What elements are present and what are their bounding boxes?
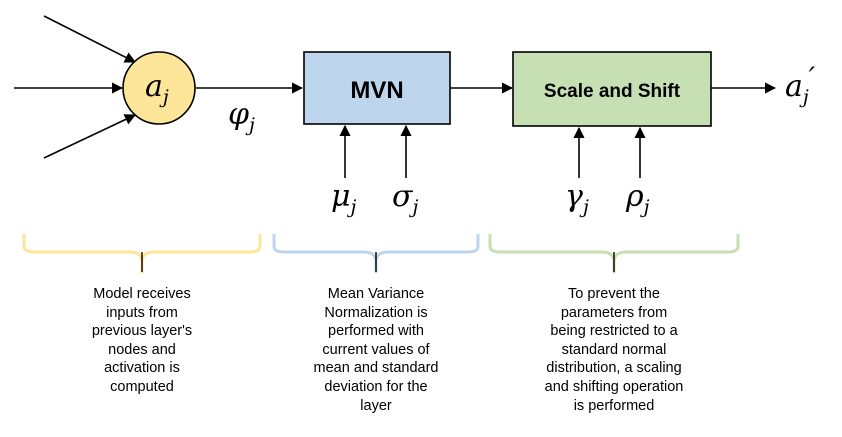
mu-subscript: j [347,196,357,218]
description-scale-shift: To prevent the parameters from being res… [544,286,684,414]
sigma-subscript: j [408,196,418,218]
scale-shift-box [512,51,712,127]
sigma-symbol: σ [392,179,414,214]
edge-label: φj [228,97,255,136]
activation-node [122,51,196,125]
edge-subscript: j [245,114,255,136]
description-input: Model receives inputs from previous laye… [91,286,193,395]
gamma-label: γj [565,179,589,218]
node-subscript: j [159,86,169,108]
output-subscript: j [799,86,809,108]
output-label: aj′ [785,61,816,108]
node-symbol: a [145,69,163,104]
sigma-label: σj [392,179,418,218]
gamma-subscript: j [579,196,589,218]
rho-subscript: j [640,196,650,218]
rho-label: ρj [625,179,650,218]
scale-shift-box-label: Scale and Shift [544,81,681,102]
mvn-box-label: MVN [350,77,403,104]
mvn-box [303,51,451,125]
rho-symbol: ρ [625,179,644,214]
output-symbol: a [785,69,803,104]
input-arrow-1 [43,15,136,63]
input-arrow-3 [43,114,137,159]
description-mvn: Mean Variance Normalization is performed… [313,286,439,414]
gamma-symbol: γ [565,179,583,214]
mu-symbol: μ [331,179,351,214]
mu-label: μj [331,179,357,218]
output-prime: ′ [809,61,816,94]
activation-node-label: aj [145,69,169,108]
edge-symbol: φ [228,97,249,132]
